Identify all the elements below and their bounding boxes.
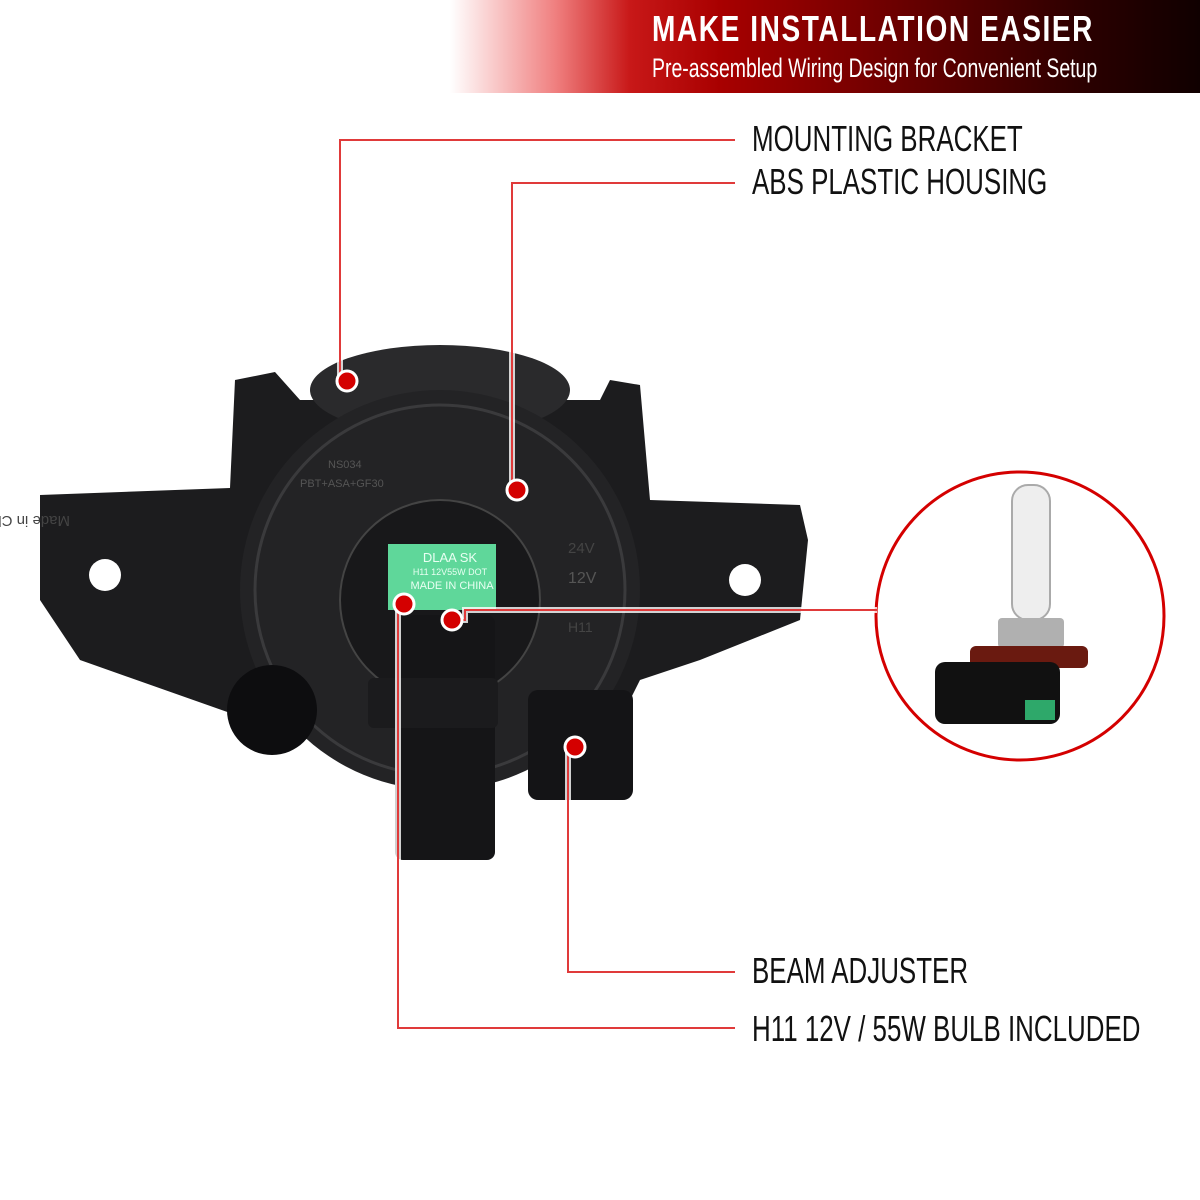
banner-subtitle: Pre-assembled Wiring Design for Convenie… bbox=[652, 53, 1098, 83]
marking-made-in-china: Made in China bbox=[0, 512, 70, 529]
bracket-hole-left bbox=[89, 559, 121, 591]
vent-cap bbox=[227, 665, 317, 755]
callout-dot bbox=[392, 592, 416, 616]
bracket-hole-right bbox=[729, 564, 761, 596]
callout-h11-bulb: H11 12V / 55W BULB INCLUDED bbox=[752, 1008, 1141, 1049]
bulb-label-line1: DLAA SK bbox=[423, 550, 478, 565]
callout-dot bbox=[505, 478, 529, 502]
h11-bulb-image bbox=[935, 484, 1088, 724]
bulb-label-line2: H11 12V55W DOT bbox=[413, 567, 488, 577]
banner-title: MAKE INSTALLATION EASIER bbox=[652, 8, 1095, 49]
header-banner bbox=[450, 0, 1200, 93]
marking-ns034: NS034 bbox=[328, 459, 362, 471]
marking-h11: H11 bbox=[568, 619, 593, 635]
callout-dots bbox=[335, 369, 587, 759]
callout-dot bbox=[563, 735, 587, 759]
wiring-connector bbox=[395, 615, 495, 860]
marking-material: PBT+ASA+GF30 bbox=[300, 478, 384, 490]
callout-beam-adjuster: BEAM ADJUSTER bbox=[752, 950, 969, 991]
callout-mounting-bracket: MOUNTING BRACKET bbox=[752, 118, 1023, 159]
callout-abs-housing: ABS PLASTIC HOUSING bbox=[752, 161, 1048, 202]
bulb-label-line3: MADE IN CHINA bbox=[410, 580, 494, 592]
callout-dot bbox=[335, 369, 359, 393]
marking-24v: 24V bbox=[568, 540, 595, 557]
marking-12v: 12V bbox=[568, 570, 597, 587]
callout-dot bbox=[440, 608, 464, 632]
